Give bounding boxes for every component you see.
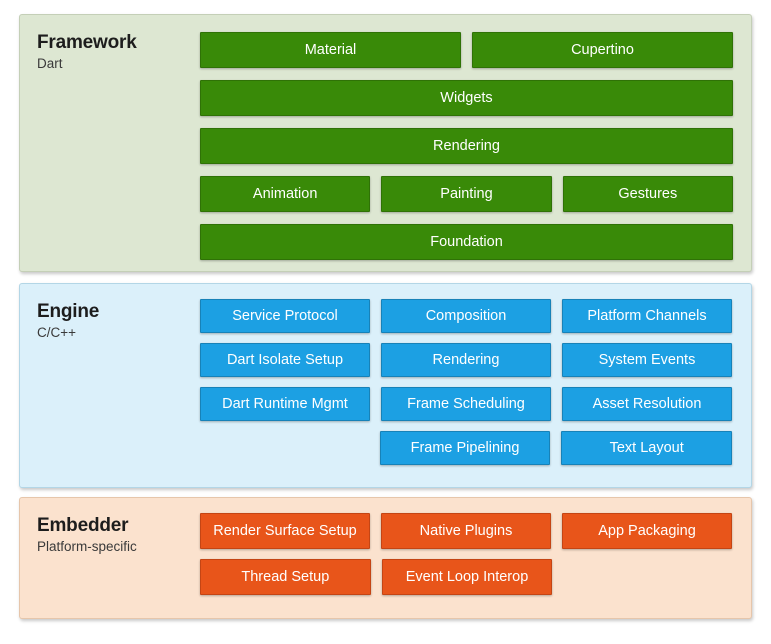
framework-row-5: Foundation	[200, 224, 733, 260]
node-foundation[interactable]: Foundation	[200, 224, 733, 260]
node-render-surface-setup[interactable]: Render Surface Setup	[200, 513, 370, 549]
framework-row-4: Animation Painting Gestures	[200, 176, 733, 212]
layer-framework: Framework Dart Material Cupertino Widget…	[19, 14, 752, 272]
layer-framework-title: Framework	[37, 32, 137, 53]
node-dart-isolate-setup[interactable]: Dart Isolate Setup	[200, 343, 370, 377]
node-rendering-engine[interactable]: Rendering	[381, 343, 551, 377]
layer-embedder: Embedder Platform-specific Render Surfac…	[19, 497, 752, 619]
node-rendering-framework[interactable]: Rendering	[200, 128, 733, 164]
node-native-plugins[interactable]: Native Plugins	[381, 513, 551, 549]
node-painting[interactable]: Painting	[381, 176, 552, 212]
node-animation[interactable]: Animation	[200, 176, 371, 212]
node-text-layout[interactable]: Text Layout	[561, 431, 733, 465]
node-platform-channels[interactable]: Platform Channels	[562, 299, 732, 333]
engine-row-4: Frame Pipelining Text Layout	[200, 431, 733, 465]
layer-engine-subtitle: C/C++	[37, 325, 77, 340]
node-widgets[interactable]: Widgets	[200, 80, 733, 116]
layer-engine-nodes: Service Protocol Composition Platform Ch…	[200, 284, 751, 465]
node-asset-resolution[interactable]: Asset Resolution	[562, 387, 732, 421]
node-frame-scheduling[interactable]: Frame Scheduling	[381, 387, 551, 421]
engine-row-4-spacer	[200, 431, 369, 465]
embedder-row-1: Render Surface Setup Native Plugins App …	[200, 513, 732, 549]
layer-framework-header: Framework Dart	[20, 15, 200, 73]
layer-engine: Engine C/C++ Service Protocol Compositio…	[19, 283, 752, 488]
layer-embedder-title: Embedder	[37, 515, 129, 536]
node-service-protocol[interactable]: Service Protocol	[200, 299, 370, 333]
node-dart-runtime-mgmt[interactable]: Dart Runtime Mgmt	[200, 387, 370, 421]
node-app-packaging[interactable]: App Packaging	[562, 513, 732, 549]
embedder-row-2-spacer	[563, 559, 732, 595]
layer-framework-nodes: Material Cupertino Widgets Rendering Ani…	[200, 15, 751, 260]
framework-row-2: Widgets	[200, 80, 733, 116]
framework-row-1: Material Cupertino	[200, 32, 733, 68]
node-material[interactable]: Material	[200, 32, 461, 68]
node-system-events[interactable]: System Events	[562, 343, 732, 377]
node-gestures[interactable]: Gestures	[562, 176, 733, 212]
node-event-loop-interop[interactable]: Event Loop Interop	[381, 559, 553, 595]
layer-embedder-subtitle: Platform-specific	[37, 539, 137, 554]
engine-row-2: Dart Isolate Setup Rendering System Even…	[200, 343, 732, 377]
layer-engine-header: Engine C/C++	[20, 284, 200, 342]
node-thread-setup[interactable]: Thread Setup	[200, 559, 371, 595]
framework-row-3: Rendering	[200, 128, 733, 164]
layer-engine-title: Engine	[37, 301, 100, 322]
engine-row-1: Service Protocol Composition Platform Ch…	[200, 299, 732, 333]
engine-row-3: Dart Runtime Mgmt Frame Scheduling Asset…	[200, 387, 732, 421]
node-frame-pipelining[interactable]: Frame Pipelining	[379, 431, 551, 465]
layer-framework-subtitle: Dart	[37, 56, 63, 71]
layer-embedder-header: Embedder Platform-specific	[20, 498, 200, 556]
node-cupertino[interactable]: Cupertino	[472, 32, 733, 68]
node-composition[interactable]: Composition	[381, 299, 551, 333]
layer-embedder-nodes: Render Surface Setup Native Plugins App …	[200, 498, 751, 595]
embedder-row-2: Thread Setup Event Loop Interop	[200, 559, 732, 595]
